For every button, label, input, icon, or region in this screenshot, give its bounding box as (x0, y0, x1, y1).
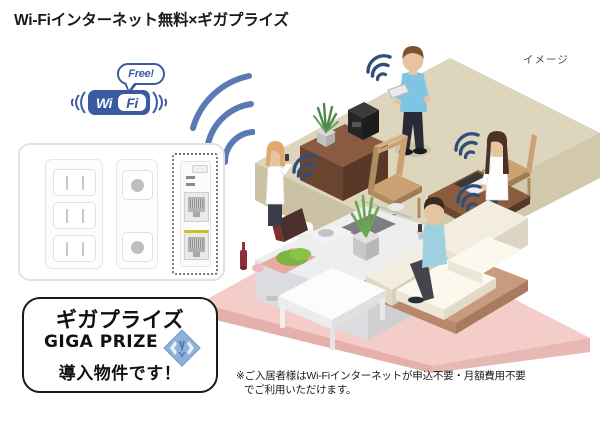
outlet-slot-right (82, 209, 84, 223)
outlet-slot-left (66, 242, 68, 256)
power-outlet-3[interactable] (53, 235, 96, 262)
wifi-badge-fi-text: Fi (118, 94, 146, 111)
rj45-tab (193, 252, 200, 257)
outlet-slot-right (82, 176, 84, 190)
chair-left (368, 134, 422, 233)
giga-prize-kana-label: ギガプライズ (55, 309, 185, 332)
free-label: Free! (128, 68, 154, 80)
wifi-badge-wi-text: Wi (96, 94, 112, 111)
rj45-port-lower[interactable] (184, 230, 209, 260)
footnote: ※ご入居者様はWi-Fiインターネットが申込不要・月額費用不要 でご利用いただけ… (236, 369, 594, 397)
page-title: Wi-Fiインターネット無料×ギガプライズ (14, 12, 289, 29)
man-on-sofa-with-phone (408, 197, 447, 304)
outlet-slot-left (66, 209, 68, 223)
giga-prize-badge: ギガプライズ GIGA PRIZE 導入物件です！ (22, 297, 218, 393)
isometric-apartment-interior (200, 46, 600, 373)
lan-panel-label (192, 165, 208, 173)
wall-outlet-plate (18, 143, 225, 281)
outlet-slot-right (82, 242, 84, 256)
rj45-pins (190, 239, 203, 248)
wifi-badge-arc-left-icon (70, 91, 86, 114)
wifi-badge-arc-right-icon (152, 91, 168, 114)
wall-switch-2[interactable] (122, 232, 153, 262)
free-speech-bubble: Free! (117, 63, 165, 85)
wall-switch-column (116, 159, 158, 269)
wifi-logo-badge: Wi Fi (88, 90, 150, 115)
footnote-line-2: でご利用いただけます。 (244, 384, 357, 397)
switch-knob (131, 179, 144, 192)
giga-prize-tagline: 導入物件です！ (58, 364, 182, 383)
rj45-pins (190, 199, 203, 208)
wall-switch-1[interactable] (122, 170, 153, 200)
power-outlet-1[interactable] (53, 169, 96, 196)
rj45-tab (193, 212, 200, 217)
power-outlet-column (45, 159, 103, 269)
power-outlet-2[interactable] (53, 202, 96, 229)
low-table (278, 268, 386, 350)
wifi-icon-upper-left (366, 54, 392, 82)
outlet-slot-left (66, 176, 68, 190)
upper-sideboard-group (300, 102, 388, 201)
lan-led-2 (186, 183, 195, 186)
lan-led-1 (186, 176, 195, 179)
free-bubble-tail-inner (126, 82, 135, 90)
rj45-port-upper[interactable] (184, 192, 209, 222)
giga-prize-english-label: GIGA PRIZE (43, 332, 159, 352)
building-wifi-broadcast-arcs (190, 73, 255, 165)
woman-in-kitchen-with-phone (265, 141, 293, 226)
footnote-line-1: ※ご入居者様はWi-Fiインターネットが申込不要・月額費用不要 (236, 370, 526, 382)
image-disclaimer-label: イメージ (523, 54, 569, 66)
lower-potted-plant (350, 194, 380, 261)
switch-knob (131, 241, 144, 254)
lan-panel-highlight (172, 153, 218, 275)
giga-prize-diamond-logo-icon (163, 329, 201, 367)
lan-port-panel (180, 161, 211, 267)
